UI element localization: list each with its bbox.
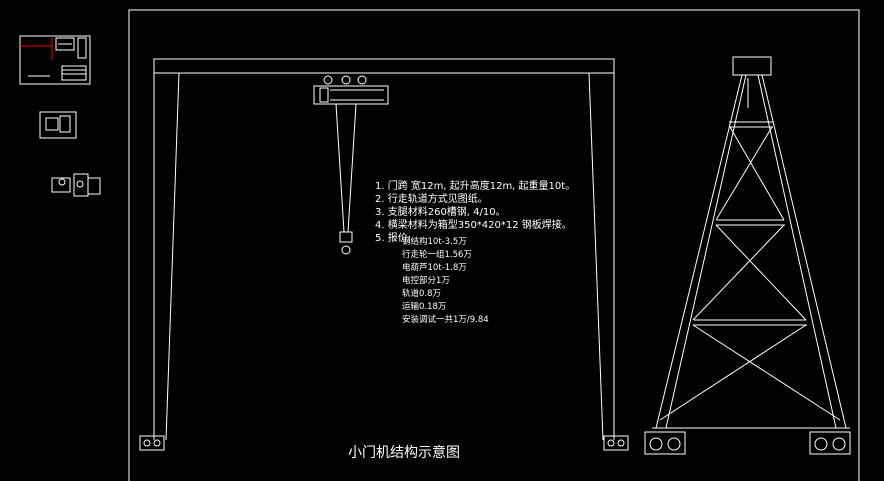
notes-block: 1. 门跨 宽12m, 起升高度12m, 起重量10t。 2. 行走轨道方式见图… (375, 179, 575, 244)
diag-1 (729, 126, 785, 221)
price-line: 运输0.18万 (402, 301, 446, 312)
price-line: 钢结构10t-3.5万 (402, 236, 467, 247)
side-wheel-left (644, 431, 686, 455)
price-list: 钢结构10t-3.5万 行走轮一组1.56万 电葫芦10t-1.8万 电控部分1… (402, 236, 489, 325)
price-line: 电控部分1万 (402, 275, 450, 286)
hoist-trolley (313, 75, 389, 105)
thumbnail-detail-a[interactable] (39, 111, 77, 139)
price-line: 电葫芦10t-1.8万 (402, 262, 467, 273)
hoist-hook (335, 103, 357, 255)
left-wheel-block (139, 435, 165, 451)
right-wheel-block (603, 435, 629, 451)
side-wheel-right (809, 431, 851, 455)
right-leg-inner (588, 72, 604, 441)
price-line: 行走轮一组1.56万 (402, 249, 472, 260)
sheet-frame (128, 9, 860, 481)
note-line: 3. 支腿材料260槽钢, 4/10。 (375, 205, 506, 218)
note-line: 2. 行走轨道方式见图纸。 (375, 192, 488, 205)
thumbnail-detail-b[interactable] (51, 173, 101, 197)
main-girder (153, 58, 615, 74)
side-leg-left-outer (655, 74, 743, 429)
note-line: 1. 门跨 宽12m, 起升高度12m, 起重量10t。 (375, 179, 575, 192)
thumbnail-overview[interactable] (19, 35, 91, 85)
note-line: 5. 报价: (375, 231, 411, 244)
diag-2 (692, 224, 785, 321)
gantry-side-view (644, 56, 851, 455)
drawing-title: 小门机结构示意图 (348, 444, 460, 461)
diag-3 (692, 324, 841, 421)
side-leg-right-outer (761, 74, 847, 429)
side-top-beam (732, 56, 772, 76)
note-line: 4. 横梁材料为箱型350*420*12 钢板焊接。 (375, 218, 572, 231)
price-line: 轨道0.8万 (402, 288, 441, 299)
left-leg-inner (165, 72, 180, 441)
gantry-front-view (139, 58, 629, 451)
price-line: 安装调试一共1万/9.84 (402, 314, 489, 325)
